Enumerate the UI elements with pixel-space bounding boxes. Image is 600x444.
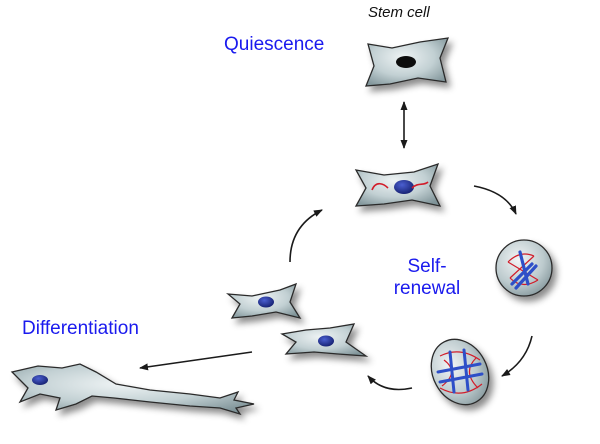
stem-cell-label: Stem cell: [368, 4, 430, 21]
arrow-to-division: [501, 335, 533, 377]
spindle: [439, 351, 483, 394]
nucleus: [318, 335, 334, 347]
nucleus: [396, 56, 416, 68]
chromosomes: [510, 250, 538, 290]
active-stem-cell: [354, 162, 442, 207]
differentiated-cell: [10, 363, 255, 416]
mitotic-cell: [495, 239, 553, 297]
dividing-cell: [430, 338, 490, 406]
arrow-return-to-stem-cell: [289, 209, 323, 263]
daughter-cell-1: [226, 282, 302, 320]
nucleus: [32, 375, 48, 385]
self-renewal-label: Self- renewal: [392, 256, 462, 300]
quiescence-label: Quiescence: [224, 34, 325, 55]
arrow-to-daughters: [367, 375, 413, 391]
nucleus: [258, 296, 274, 308]
differentiation-label: Differentiation: [22, 318, 139, 339]
daughter-cell-2: [280, 323, 369, 357]
chromosomes: [436, 348, 484, 394]
self-renewal-line2: renewal: [393, 277, 461, 299]
quiescent-stem-cell: [365, 37, 450, 87]
self-renewal-line1: Self-: [407, 256, 447, 277]
nucleus: [394, 180, 414, 194]
arrow-to-mitosis: [473, 185, 517, 215]
arrow-to-differentiation: [139, 351, 253, 371]
red-chromatin: [371, 181, 429, 191]
